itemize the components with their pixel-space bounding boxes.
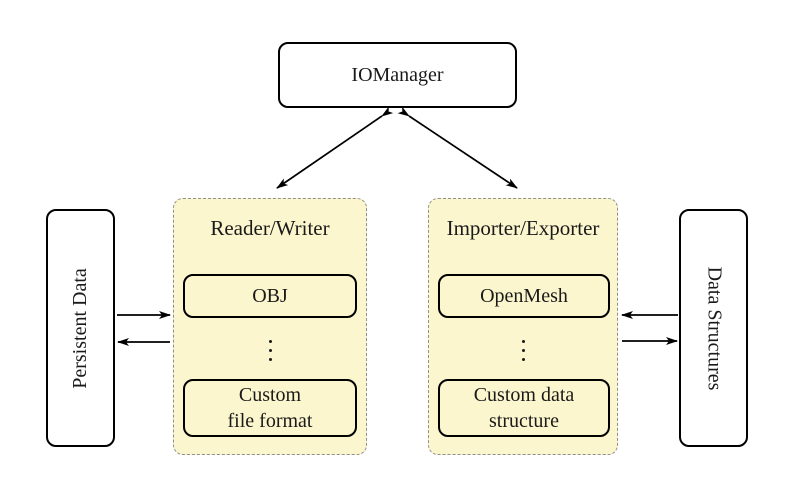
- iomanager-label: IOManager: [351, 64, 444, 86]
- data-structures-node: Data Structures: [679, 209, 748, 447]
- openmesh-node: OpenMesh: [438, 274, 610, 318]
- importer-exporter-title: Importer/Exporter: [446, 216, 600, 240]
- custom-data-structure-node: Custom data structure: [438, 379, 610, 437]
- persistent-data-node: Persistent Data: [46, 209, 115, 447]
- data-structures-label: Data Structures: [703, 266, 726, 390]
- custom-data-structure-line2: structure: [489, 410, 559, 432]
- arrow-iomanager-importerexporter: [397, 106, 518, 189]
- arrow-iomanager-readerwriter: [276, 106, 394, 189]
- vertical-ellipsis-icon: [269, 340, 272, 361]
- custom-file-format-line1: Custom: [238, 384, 302, 406]
- obj-label: OBJ: [252, 285, 288, 307]
- openmesh-label: OpenMesh: [480, 285, 568, 307]
- custom-file-format-line2: file format: [227, 410, 313, 432]
- iomanager-node: IOManager: [278, 42, 517, 108]
- custom-file-format-node: Custom file format: [183, 379, 357, 437]
- persistent-data-label: Persistent Data: [69, 267, 91, 389]
- vertical-ellipsis-icon: [522, 340, 525, 361]
- custom-data-structure-line1: Custom data: [473, 384, 575, 406]
- reader-writer-group: Reader/Writer OBJ Custom file format: [173, 198, 367, 455]
- obj-node: OBJ: [183, 274, 357, 318]
- importer-exporter-group: Importer/Exporter OpenMesh Custom data s…: [428, 198, 618, 455]
- reader-writer-title: Reader/Writer: [210, 216, 330, 240]
